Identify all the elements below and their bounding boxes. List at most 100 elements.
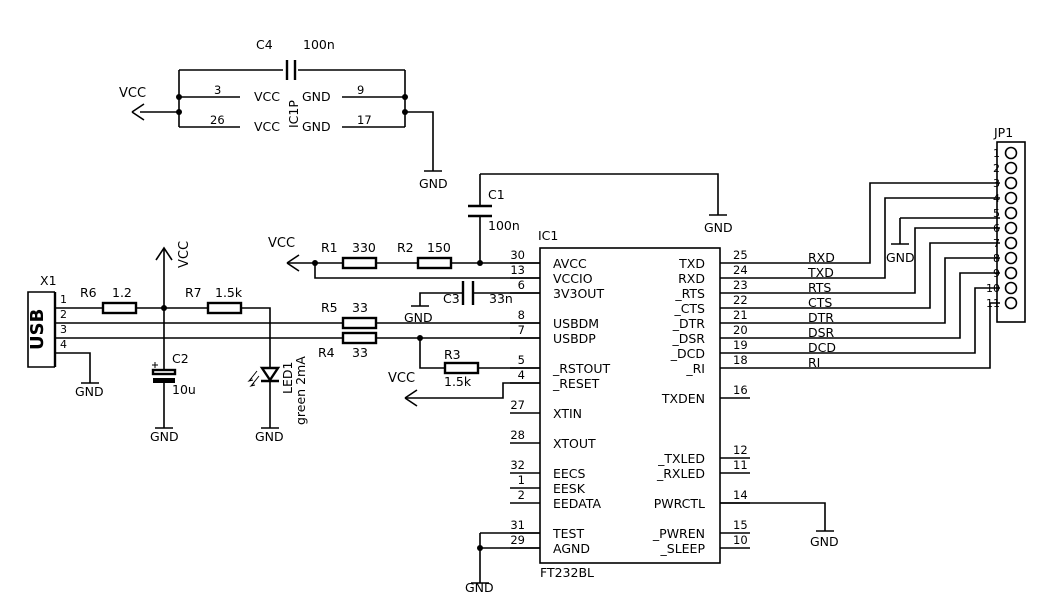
jp1-pin-num-8: 8 [993, 252, 1000, 265]
ic1-pin-label-5: _RSTOUT [552, 361, 610, 376]
ic1-pin-num-2: 2 [518, 488, 525, 502]
r5-value: 33 [352, 300, 368, 315]
decoupling-section: C4 100n VCC GND 3 26 9 17 VCC VCC GND GN… [119, 37, 448, 191]
jp1-pin-num-7: 7 [993, 237, 1000, 250]
ic1-pin-num-10: 10 [733, 533, 748, 547]
r6-value: 1.2 [112, 285, 132, 300]
ic1p-vcc-2: VCC [254, 119, 280, 134]
c2-name: C2 [172, 351, 189, 366]
ic1p-vcc-1: VCC [254, 89, 280, 104]
gnd-label-pwrctl: GND [810, 534, 839, 549]
ic1-pin-num-7: 7 [518, 323, 525, 337]
ic1-pin-label-2: EEDATA [553, 496, 601, 511]
ic1p-name: IC1P [286, 100, 301, 128]
ic1-left-pins: 30AVCC13VCCIO63V3OUT8USBDM7USBDP5_RSTOUT… [510, 248, 610, 556]
ic1-pin-num-25: 25 [733, 248, 748, 262]
gnd-label-c1: GND [704, 220, 733, 235]
jp1-pin-num-3: 3 [993, 177, 1000, 190]
r4-name: R4 [318, 345, 335, 360]
ic1-pin-label-24: RXD [678, 271, 705, 286]
led1-diode [247, 366, 281, 387]
r1-value: 330 [352, 240, 376, 255]
net-label-ri: RI [808, 355, 820, 370]
gnd-label-top: GND [419, 176, 448, 191]
net-label-rts: RTS [808, 280, 831, 295]
ic1-pin-num-27: 27 [510, 398, 525, 412]
jp1-pin-num-5: 5 [993, 207, 1000, 220]
net-label-dcd: DCD [808, 340, 836, 355]
r3-resistor [443, 361, 480, 375]
r2-resistor [416, 256, 453, 270]
ic1-pin-label-25: TXD [678, 256, 705, 271]
ic1-pin-num-28: 28 [510, 428, 525, 442]
ic1-pin-num-29: 29 [510, 533, 525, 547]
x1-label: USB [27, 309, 48, 350]
ic1-pin-label-18: _RI [685, 361, 705, 376]
r6-resistor [101, 301, 138, 315]
jp1-pin-4 [1004, 191, 1018, 205]
ic1-pin-label-1: EESK [553, 481, 586, 496]
ic1-pin-num-5: 5 [518, 353, 525, 367]
gnd-label-jp1: GND [886, 250, 915, 265]
r3-value: 1.5k [444, 374, 472, 389]
ic1-pin-label-10: _SLEEP [660, 541, 706, 556]
c4-name: C4 [256, 37, 273, 52]
ic1-pin-num-23: 23 [733, 278, 748, 292]
vcc-label-usb: VCC [177, 241, 192, 268]
jp1-pin-3 [1004, 176, 1018, 190]
jp1-pin-num-6: 6 [993, 222, 1000, 235]
ic1-pin-num-24: 24 [733, 263, 748, 277]
ic1-pin-label-15: _PWREN [652, 526, 705, 541]
ic1p-pin-26: 26 [210, 113, 225, 127]
jp1-pin-1 [1004, 146, 1018, 160]
r5-name: R5 [321, 300, 338, 315]
jp1-pin-num-9: 9 [993, 267, 1000, 280]
ic1-chip: IC1 FT232BL 30AVCC13VCCIO63V3OUT8USBDM7U… [465, 228, 839, 595]
ic1-pin-num-6: 6 [518, 278, 525, 292]
ic1-pin-num-22: 22 [733, 293, 748, 307]
ic1-pin-label-14: PWRCTL [654, 496, 705, 511]
ic1-pin-num-31: 31 [510, 518, 525, 532]
ic1-pin-num-13: 13 [510, 263, 525, 277]
c2-value: 10u [172, 382, 196, 397]
jp1-pin-9 [1004, 266, 1018, 280]
ic1-pin-label-13: VCCIO [553, 271, 593, 286]
ic1p-pin-17: 17 [357, 113, 372, 127]
ic1-pin-num-20: 20 [733, 323, 748, 337]
ic1-pin-label-23: _RTS [674, 286, 705, 301]
gnd-label-c3: GND [404, 310, 433, 325]
x1-pin-4: 4 [60, 338, 67, 351]
c3-name: C3 [443, 291, 460, 306]
x1-connector [27, 291, 55, 368]
c1-value: 100n [488, 218, 520, 233]
ic1-pin-num-12: 12 [733, 443, 748, 457]
jp1-pin-num-4: 4 [993, 192, 1000, 205]
ic1-pin-label-11: _RXLED [656, 466, 705, 481]
r1-name: R1 [321, 240, 338, 255]
ic1-pin-label-22: _CTS [673, 301, 705, 316]
avcc-section: C1 100n GND VCC R1 330 R2 150 GND C3 33n [268, 173, 733, 325]
jp1-pin-8 [1004, 251, 1018, 265]
ic1-pin-label-28: XTOUT [553, 436, 596, 451]
gnd-label-ic: GND [465, 580, 494, 595]
ic1-pin-label-4: _RESET [552, 376, 600, 391]
jp1-pin-num-10: 10 [986, 282, 1000, 295]
net-label-rxd: RXD [808, 250, 835, 265]
r4-value: 33 [352, 345, 368, 360]
ic1-pin-label-12: _TXLED [657, 451, 705, 466]
r4-resistor [341, 331, 378, 345]
jp1-pin-2 [1004, 161, 1018, 175]
ic1-pin-label-29: AGND [553, 541, 590, 556]
led1-value: green 2mA [293, 356, 308, 425]
ic1-pin-num-30: 30 [510, 248, 525, 262]
ic1-pin-num-8: 8 [518, 308, 525, 322]
ic1-pin-label-30: AVCC [553, 256, 587, 271]
gnd-label-x1: GND [75, 384, 104, 399]
jp1-pin-10 [1004, 281, 1018, 295]
ic1-pin-label-19: _DCD [670, 346, 705, 361]
r2-value: 150 [427, 240, 451, 255]
ic1p-gnd-1: GND [302, 89, 331, 104]
